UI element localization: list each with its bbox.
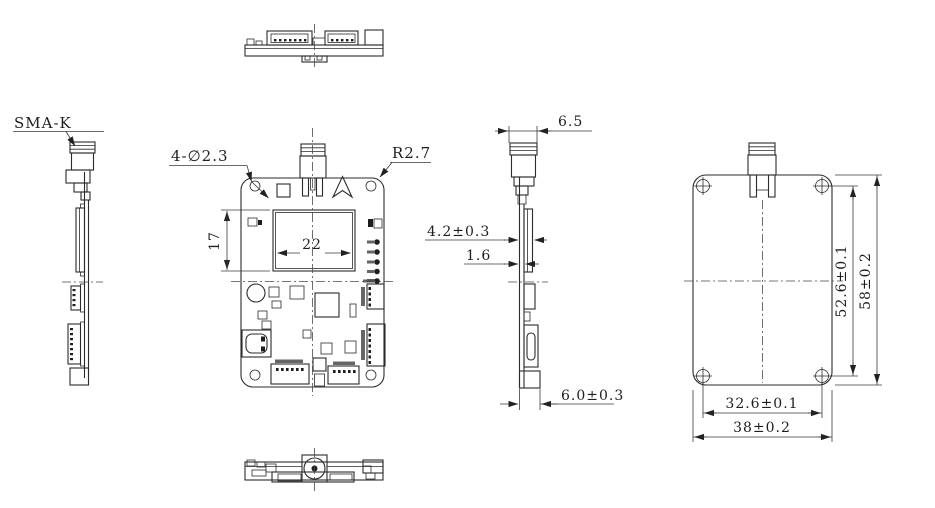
dim-board-height: 58±0.2 bbox=[858, 252, 874, 310]
shield-can bbox=[272, 209, 356, 272]
dim-pcb-thickness: 1.6 bbox=[466, 248, 491, 264]
status-leds bbox=[363, 239, 380, 284]
label-corner-radius: R2.7 bbox=[392, 144, 431, 162]
usb-side2 bbox=[523, 324, 539, 368]
label-mounting-holes: 4-∅2.3 bbox=[171, 147, 229, 165]
mounting-hole bbox=[249, 180, 261, 192]
mounting-hole bbox=[249, 369, 261, 381]
hole-leader-1 bbox=[245, 165, 252, 182]
view-bottom-edge bbox=[244, 448, 384, 492]
top-right-block bbox=[364, 29, 384, 46]
bottom-connector-left bbox=[270, 359, 310, 385]
dim-sma-width: 6.5 bbox=[558, 114, 583, 130]
view-right-side: 6.5 4.2±0.3 1.6 6.0±0.3 bbox=[425, 114, 624, 410]
bottom-lower-profile bbox=[271, 471, 355, 483]
brand-triangle-logo bbox=[331, 175, 354, 199]
bottom-block-side2 bbox=[518, 370, 541, 389]
right-connector-upper bbox=[361, 279, 385, 310]
view-left-side: SMA-K bbox=[13, 114, 104, 386]
dim-component-stack: 4.2±0.3 bbox=[427, 224, 490, 240]
bottom-right-block bbox=[362, 459, 384, 480]
view-top-edge bbox=[244, 24, 384, 68]
bottom-edge-tab bbox=[314, 373, 325, 387]
view-front: 22 17 bbox=[169, 128, 431, 396]
view-back: 52.6±0.1 58±0.2 32.6±0.1 38±0.2 bbox=[684, 142, 882, 442]
top-connector-a bbox=[266, 30, 313, 46]
shield-side2 bbox=[523, 208, 534, 273]
mounting-hole bbox=[365, 180, 377, 192]
dim-shield-height: 17 bbox=[207, 231, 223, 251]
dim-overall-thickness: 6.0±0.3 bbox=[561, 388, 624, 404]
dim-board-width: 38±0.2 bbox=[733, 420, 791, 436]
mounting-holes-back bbox=[694, 177, 831, 385]
sma-connector-side2 bbox=[509, 142, 538, 205]
side-connector-large bbox=[67, 321, 85, 367]
dim-hole-pitch-vertical: 52.6±0.1 bbox=[834, 244, 850, 317]
side-connector-small bbox=[70, 283, 85, 313]
sma-connector-side bbox=[65, 141, 96, 201]
side-bottom-block bbox=[69, 367, 90, 386]
sma-connector-front bbox=[299, 143, 327, 197]
dim-hole-pitch-horizontal: 32.6±0.1 bbox=[725, 396, 798, 412]
bottom-connector-right bbox=[327, 361, 360, 385]
connector-side2 bbox=[523, 283, 536, 310]
usb-connector-front bbox=[241, 329, 272, 358]
mounting-hole bbox=[365, 369, 377, 381]
sma-k-leader bbox=[65, 131, 76, 147]
top-connector-b bbox=[324, 30, 359, 46]
dim-shield-width: 22 bbox=[302, 237, 322, 253]
radius-leader bbox=[379, 162, 393, 178]
shield-side-profile bbox=[75, 203, 86, 277]
component-square bbox=[276, 183, 291, 198]
small-components bbox=[246, 217, 383, 355]
right-connector-lower bbox=[361, 323, 386, 367]
hole-leader-2 bbox=[251, 181, 269, 199]
label-sma-k: SMA-K bbox=[14, 114, 72, 132]
sma-connector-back bbox=[747, 142, 777, 198]
bottom-center-component bbox=[312, 357, 327, 372]
